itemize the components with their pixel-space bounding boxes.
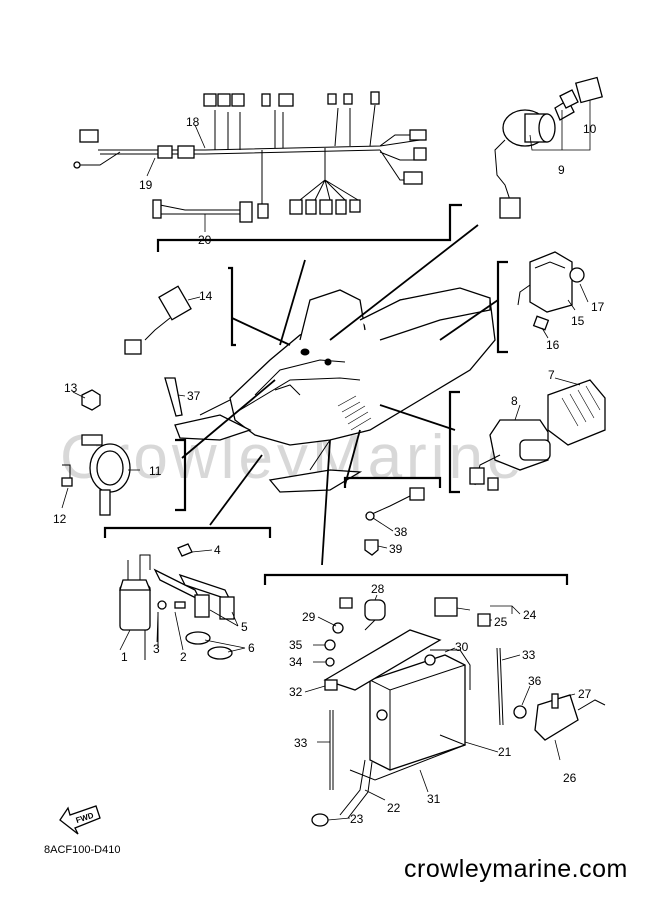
callout-4: 4 (214, 543, 221, 557)
leader-coil-bracket (181, 379, 276, 459)
leader-regulator (379, 404, 456, 431)
harness-bracket (156, 203, 462, 252)
switch-bracket (343, 476, 442, 488)
callout-11: 11 (149, 464, 162, 478)
snowmobile-body (174, 287, 496, 493)
callout-18: 18 (186, 115, 200, 129)
callout-26: 26 (563, 771, 577, 785)
callout-7: 7 (548, 368, 555, 382)
fwd-arrow: FWD (59, 805, 101, 835)
callout-3: 3 (153, 642, 160, 656)
callout-23: 23 (350, 812, 364, 826)
leader-ignition-coil (209, 454, 263, 526)
callout-34: 34 (289, 655, 303, 669)
callout-39: 39 (389, 542, 403, 556)
site-name: crowleymarine.com (404, 855, 628, 883)
callout-25: 25 (494, 615, 508, 629)
callout-33-right: 33 (522, 648, 536, 662)
callout-5: 5 (241, 620, 248, 634)
leader-switch-38 (344, 429, 361, 486)
callout-28: 28 (371, 582, 385, 596)
callout-leaders (61, 100, 591, 821)
callout-30: 30 (455, 640, 469, 654)
callout-9: 9 (558, 163, 565, 177)
cdi-bracket (496, 260, 508, 354)
callout-29: 29 (302, 610, 316, 624)
callout-20: 20 (198, 233, 212, 247)
callout-10: 10 (583, 122, 597, 136)
callout-1: 1 (121, 650, 128, 664)
callout-2: 2 (180, 650, 187, 664)
callout-6: 6 (248, 641, 255, 655)
wire-harness (73, 91, 427, 223)
callout-numbers: 1 2 3 4 5 6 7 8 9 10 11 12 13 14 15 16 1… (53, 115, 605, 826)
callout-22: 22 (387, 801, 401, 815)
callout-33-left: 33 (294, 736, 308, 750)
leader-switch (329, 224, 479, 341)
leader-battery (321, 439, 331, 566)
callout-38: 38 (394, 525, 408, 539)
regulator (469, 379, 606, 491)
ignition-coil-bracket (103, 526, 272, 538)
cdi-unit (517, 251, 585, 331)
callout-35: 35 (289, 638, 303, 652)
callout-37: 37 (187, 389, 201, 403)
callout-8: 8 (511, 394, 518, 408)
callout-32: 32 (289, 685, 303, 699)
brake-switch (364, 487, 425, 556)
battery-group (311, 597, 606, 827)
callout-14: 14 (199, 289, 213, 303)
leader-harness (279, 259, 306, 346)
callout-31: 31 (427, 792, 441, 806)
callout-17: 17 (591, 300, 605, 314)
callout-21: 21 (498, 745, 512, 759)
callout-19: 19 (139, 178, 153, 192)
callout-24: 24 (523, 608, 537, 622)
main-switch (494, 76, 604, 219)
battery-bracket (263, 573, 569, 585)
diagram-code: 8ACF100-D410 (44, 844, 121, 856)
callout-13: 13 (64, 381, 78, 395)
igniter-bracket (228, 266, 236, 347)
callout-27: 27 (578, 687, 592, 701)
regulator-bracket (448, 390, 460, 494)
coil-bracket-bracket (175, 438, 187, 512)
callout-15: 15 (571, 314, 585, 328)
coil-bracket (61, 389, 131, 516)
igniter (124, 285, 192, 355)
stay-37 (164, 377, 183, 417)
callout-16: 16 (546, 338, 560, 352)
callout-12: 12 (53, 512, 67, 526)
leader-igniter (231, 317, 291, 346)
leader-cdi (439, 299, 499, 341)
callout-36: 36 (528, 674, 542, 688)
